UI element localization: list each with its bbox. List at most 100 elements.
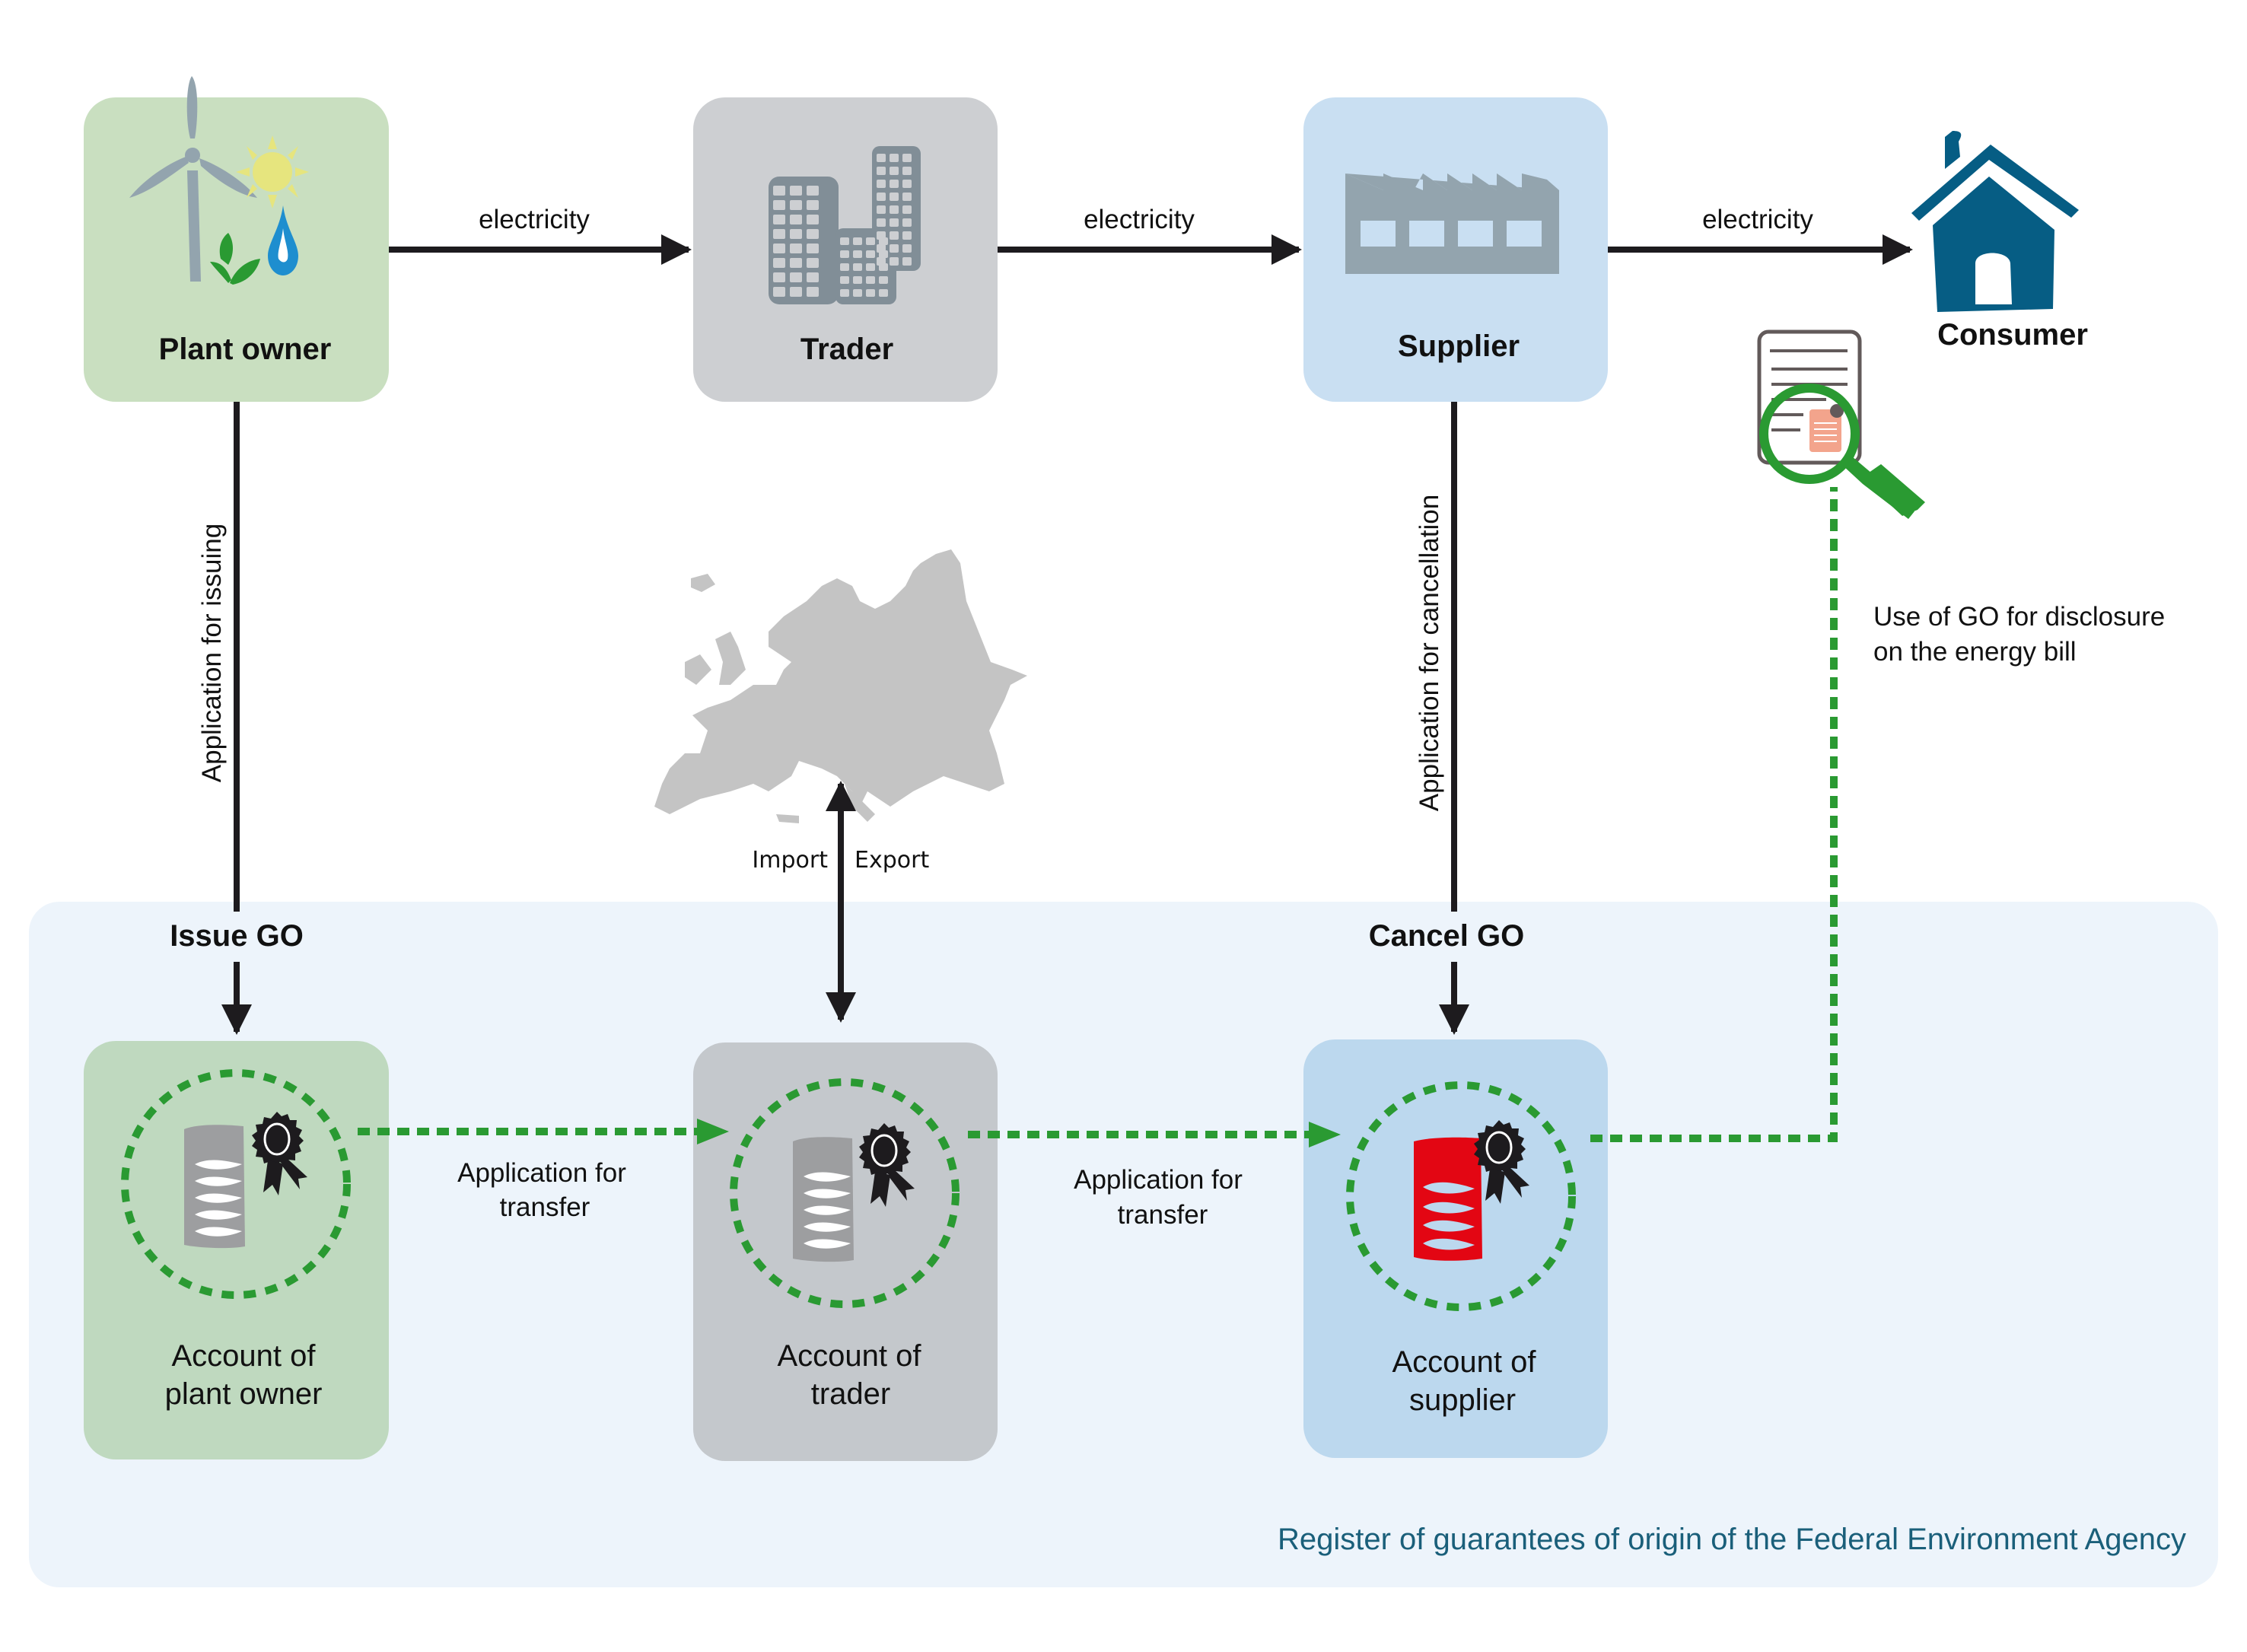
transfer-flow-2: Application for transfer <box>968 1122 1341 1230</box>
building-window <box>866 289 875 297</box>
factory-icon <box>1345 173 1559 274</box>
electricity-flow-3: electricity <box>1608 205 1913 265</box>
building-window <box>866 276 875 284</box>
building-window <box>840 289 849 297</box>
building-window <box>790 272 802 282</box>
application-for-issuing-label: Application for issuing <box>197 524 227 782</box>
building-window <box>807 287 819 297</box>
cancellation-flow: Application for cancellation Cancel GO <box>1369 402 1524 1035</box>
building-window <box>877 154 886 162</box>
building-window <box>877 180 886 188</box>
certificate-icon <box>793 1122 916 1262</box>
building-window <box>866 237 875 245</box>
building-window <box>902 218 912 227</box>
disclosure-note: Use of GO for disclosure on the energy b… <box>1873 602 2165 667</box>
building-window <box>790 215 802 224</box>
building-window <box>902 167 912 175</box>
account-supplier-line1: Account of <box>1392 1345 1536 1379</box>
building-window <box>773 244 785 253</box>
transfer-label-1-line1: Application for <box>457 1158 626 1188</box>
consumer-label: Consumer <box>1937 318 2088 352</box>
building-window <box>890 231 899 240</box>
account-dotted-circle <box>730 1078 960 1308</box>
account-trader-box[interactable]: Account of trader <box>693 1042 998 1461</box>
building-window <box>877 244 886 253</box>
disclosure-line-1: Use of GO for disclosure <box>1873 602 2165 632</box>
plant-owner-box[interactable]: Plant owner <box>84 76 389 402</box>
building-window <box>879 289 888 297</box>
building-window <box>840 276 849 284</box>
account-trader-line2: trader <box>811 1377 891 1411</box>
electricity-flow-1: electricity <box>389 205 692 265</box>
electricity-label: electricity <box>479 205 590 234</box>
wind-turbine-icon <box>129 76 257 282</box>
building-window <box>790 287 802 297</box>
green-arrowhead <box>697 1119 729 1144</box>
electricity-label: electricity <box>1702 205 1813 234</box>
sun-icon <box>236 135 309 208</box>
building-window <box>807 244 819 253</box>
transfer-label-1-line2: transfer <box>500 1192 590 1222</box>
account-plant-owner-line2: plant owner <box>165 1377 323 1411</box>
account-plant-owner-line1: Account of <box>171 1339 316 1373</box>
building-window <box>902 193 912 201</box>
building-window <box>790 200 802 210</box>
electricity-flow-2: electricity <box>998 205 1302 265</box>
building-window <box>773 200 785 210</box>
building-window <box>890 205 899 214</box>
energy-bill-magnifier-icon <box>1757 329 1925 519</box>
account-supplier-box[interactable]: Account of supplier <box>1303 1039 1608 1458</box>
building-window <box>890 218 899 227</box>
building-window <box>853 263 862 271</box>
building-window <box>773 229 785 239</box>
building-window <box>853 276 862 284</box>
certificate-icon <box>184 1110 309 1249</box>
building-window <box>853 289 862 297</box>
office-buildings-icon <box>769 146 921 304</box>
export-label: Export <box>855 847 929 874</box>
account-dotted-circle <box>1346 1081 1576 1311</box>
building-window <box>902 154 912 162</box>
house-icon <box>1911 131 2079 312</box>
trader-box[interactable]: Trader <box>693 97 998 402</box>
supplier-box[interactable]: Supplier <box>1303 97 1608 402</box>
building-window <box>790 258 802 268</box>
building-window <box>877 257 886 266</box>
building-window <box>773 215 785 224</box>
green-arrowhead <box>1309 1122 1341 1147</box>
water-drop-icon <box>268 205 298 275</box>
building-window <box>807 258 819 268</box>
building-window <box>902 257 912 266</box>
account-plant-owner-box[interactable]: Account of plant owner <box>84 1041 389 1459</box>
renewable-energy-icon <box>129 76 309 285</box>
building-window <box>807 186 819 196</box>
disclosure-line-2: on the energy bill <box>1873 637 2077 667</box>
building-window <box>877 231 886 240</box>
building-window <box>790 229 802 239</box>
building-window <box>902 180 912 188</box>
issue-go-label: Issue GO <box>170 919 304 953</box>
building-window <box>773 186 785 196</box>
import-export-flow: Import Export <box>752 781 929 1023</box>
transfer-label-2-line2: transfer <box>1118 1200 1208 1230</box>
building-window <box>890 244 899 253</box>
building-window <box>790 186 802 196</box>
issuing-flow: Application for issuing Issue GO <box>170 402 304 1035</box>
application-for-cancellation-label: Application for cancellation <box>1415 495 1444 811</box>
building-window <box>877 205 886 214</box>
building-window <box>807 229 819 239</box>
building-window <box>807 272 819 282</box>
register-label: Register of guarantees of origin of the … <box>1278 1523 2186 1556</box>
building-window <box>773 287 785 297</box>
account-dotted-circle <box>121 1069 351 1299</box>
certificate-icon <box>1414 1119 1531 1261</box>
supplier-label: Supplier <box>1398 329 1520 363</box>
transfer-label-2-line1: Application for <box>1074 1165 1243 1195</box>
consumer-node[interactable]: Consumer <box>1911 131 2088 352</box>
disclosure-flow <box>1590 487 1838 1142</box>
building-window <box>840 250 849 258</box>
building-window <box>840 237 849 245</box>
building-window <box>890 193 899 201</box>
building-window <box>807 200 819 210</box>
